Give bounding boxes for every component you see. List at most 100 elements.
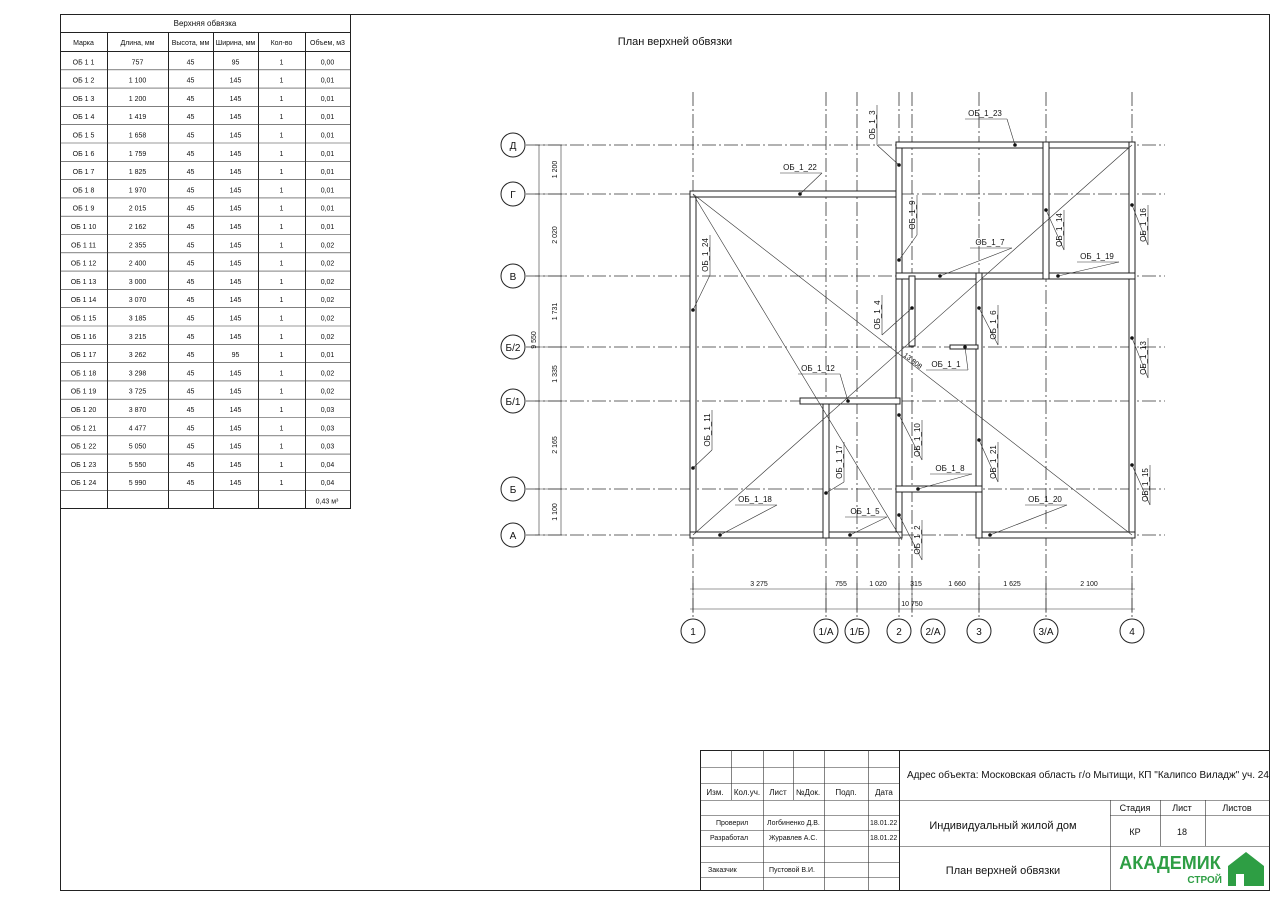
table-cell: 1 970 bbox=[129, 187, 147, 194]
total-volume: 0,43 м³ bbox=[316, 499, 339, 506]
table-cell: ОБ 1 15 bbox=[71, 316, 97, 323]
table-cell: 0,02 bbox=[321, 297, 335, 304]
member-callout: ОБ_1_20 bbox=[988, 495, 1068, 537]
table-cell: 1 bbox=[280, 444, 284, 451]
horizontal-dimension: 3 275 bbox=[750, 581, 768, 588]
table-cell: 1 bbox=[280, 316, 284, 323]
table-cell: ОБ 1 19 bbox=[71, 389, 97, 396]
table-cell: 145 bbox=[230, 389, 242, 396]
vertical-dimension: 2 020 bbox=[552, 226, 559, 244]
table-cell: 145 bbox=[230, 78, 242, 85]
table-cell: 45 bbox=[187, 462, 195, 469]
revision-column-header: Подп. bbox=[835, 788, 856, 797]
member-callout: ОБ_1_23 bbox=[965, 109, 1017, 147]
table-cell: 1 759 bbox=[129, 151, 147, 158]
table-cell: 95 bbox=[232, 59, 240, 66]
table-cell: 45 bbox=[187, 169, 195, 176]
col-axis-label: 2/А bbox=[925, 627, 940, 638]
member-label: ОБ_1_16 bbox=[1139, 208, 1148, 242]
member-label: ОБ_1_15 bbox=[1141, 468, 1150, 502]
member-label: ОБ_1_10 bbox=[913, 423, 922, 457]
table-cell: 3 215 bbox=[129, 334, 147, 341]
table-cell: 45 bbox=[187, 480, 195, 487]
table-cell: 0,02 bbox=[321, 242, 335, 249]
table-cell: 1 bbox=[280, 480, 284, 487]
member-label: ОБ_1_4 bbox=[873, 300, 882, 330]
member-label: ОБ_1_19 bbox=[1080, 252, 1114, 261]
table-cell: 0,04 bbox=[321, 480, 335, 487]
vertical-total-dimension: 9 550 bbox=[531, 331, 538, 349]
row-axis-label: Д bbox=[510, 141, 517, 152]
table-cell: 145 bbox=[230, 187, 242, 194]
table-cell: ОБ 1 6 bbox=[73, 151, 95, 158]
table-cell: 1 bbox=[280, 151, 284, 158]
table-cell: ОБ 1 23 bbox=[71, 462, 97, 469]
table-cell: 1 bbox=[280, 169, 284, 176]
member-callout: ОБ_1_4 bbox=[873, 295, 914, 336]
table-cell: 1 bbox=[280, 242, 284, 249]
row-axis-label: В bbox=[510, 272, 517, 283]
table-cell: 45 bbox=[187, 316, 195, 323]
table-cell: ОБ 1 5 bbox=[73, 133, 95, 140]
horizontal-total-dimension: 10 750 bbox=[901, 601, 923, 608]
row-axis-bubble bbox=[500, 388, 526, 414]
table-cell: 757 bbox=[132, 59, 144, 66]
table-cell: 0,01 bbox=[321, 151, 335, 158]
table-cell: 4 477 bbox=[129, 425, 147, 432]
stage-label: Стадия bbox=[1120, 803, 1151, 813]
col-axis-bubble bbox=[966, 618, 992, 644]
member-callout: ОБ_1_18 bbox=[718, 495, 778, 537]
table-cell: 45 bbox=[187, 242, 195, 249]
developed-name: Журавлев А.С. bbox=[769, 835, 817, 842]
table-cell: 145 bbox=[230, 480, 242, 487]
table-cell: 145 bbox=[230, 242, 242, 249]
table-cell: 3 298 bbox=[129, 370, 147, 377]
member-callout: ОБ_1_12 bbox=[798, 364, 850, 403]
object-address: Адрес объекта: Московская область г/о Мы… bbox=[907, 769, 1269, 781]
table-cell: 45 bbox=[187, 114, 195, 121]
table-cell: 145 bbox=[230, 297, 242, 304]
table-cell: 1 bbox=[280, 389, 284, 396]
table-cell: 0,02 bbox=[321, 279, 335, 286]
table-cell: 1 bbox=[280, 297, 284, 304]
table-cell: 0,00 bbox=[321, 59, 335, 66]
checked-label: Проверил bbox=[716, 820, 748, 827]
horizontal-dimension: 1 625 bbox=[1003, 581, 1021, 588]
table-cell: 5 050 bbox=[129, 444, 147, 451]
table-cell: 2 162 bbox=[129, 224, 147, 231]
vertical-dimension: 1 200 bbox=[552, 161, 559, 179]
table-cell: 45 bbox=[187, 59, 195, 66]
revision-column-header: Дата bbox=[875, 788, 893, 797]
member-callout: ОБ_1_22 bbox=[780, 163, 823, 196]
table-cell: 45 bbox=[187, 425, 195, 432]
table-cell: 95 bbox=[232, 352, 240, 359]
member-label: ОБ_1_14 bbox=[1055, 213, 1064, 247]
table-cell: ОБ 1 1 bbox=[73, 59, 95, 66]
column-header: Ширина, мм bbox=[216, 40, 256, 47]
column-header: Марка bbox=[73, 40, 94, 47]
table-cell: 2 015 bbox=[129, 206, 147, 213]
member-label: ОБ_1_6 bbox=[989, 310, 998, 340]
table-cell: 0,04 bbox=[321, 462, 335, 469]
customer-label: Заказчик bbox=[708, 867, 738, 874]
vertical-dimension: 1 731 bbox=[552, 303, 559, 321]
table-cell: 3 262 bbox=[129, 352, 147, 359]
table-cell: 1 bbox=[280, 462, 284, 469]
col-axis-label: 3/А bbox=[1038, 627, 1053, 638]
col-axis-label: 1 bbox=[690, 627, 696, 638]
table-cell: 3 725 bbox=[129, 389, 147, 396]
table-cell: 45 bbox=[187, 206, 195, 213]
table-cell: 2 355 bbox=[129, 242, 147, 249]
member-label: ОБ_1_11 bbox=[703, 413, 712, 447]
table-cell: 145 bbox=[230, 224, 242, 231]
table-cell: 45 bbox=[187, 407, 195, 414]
